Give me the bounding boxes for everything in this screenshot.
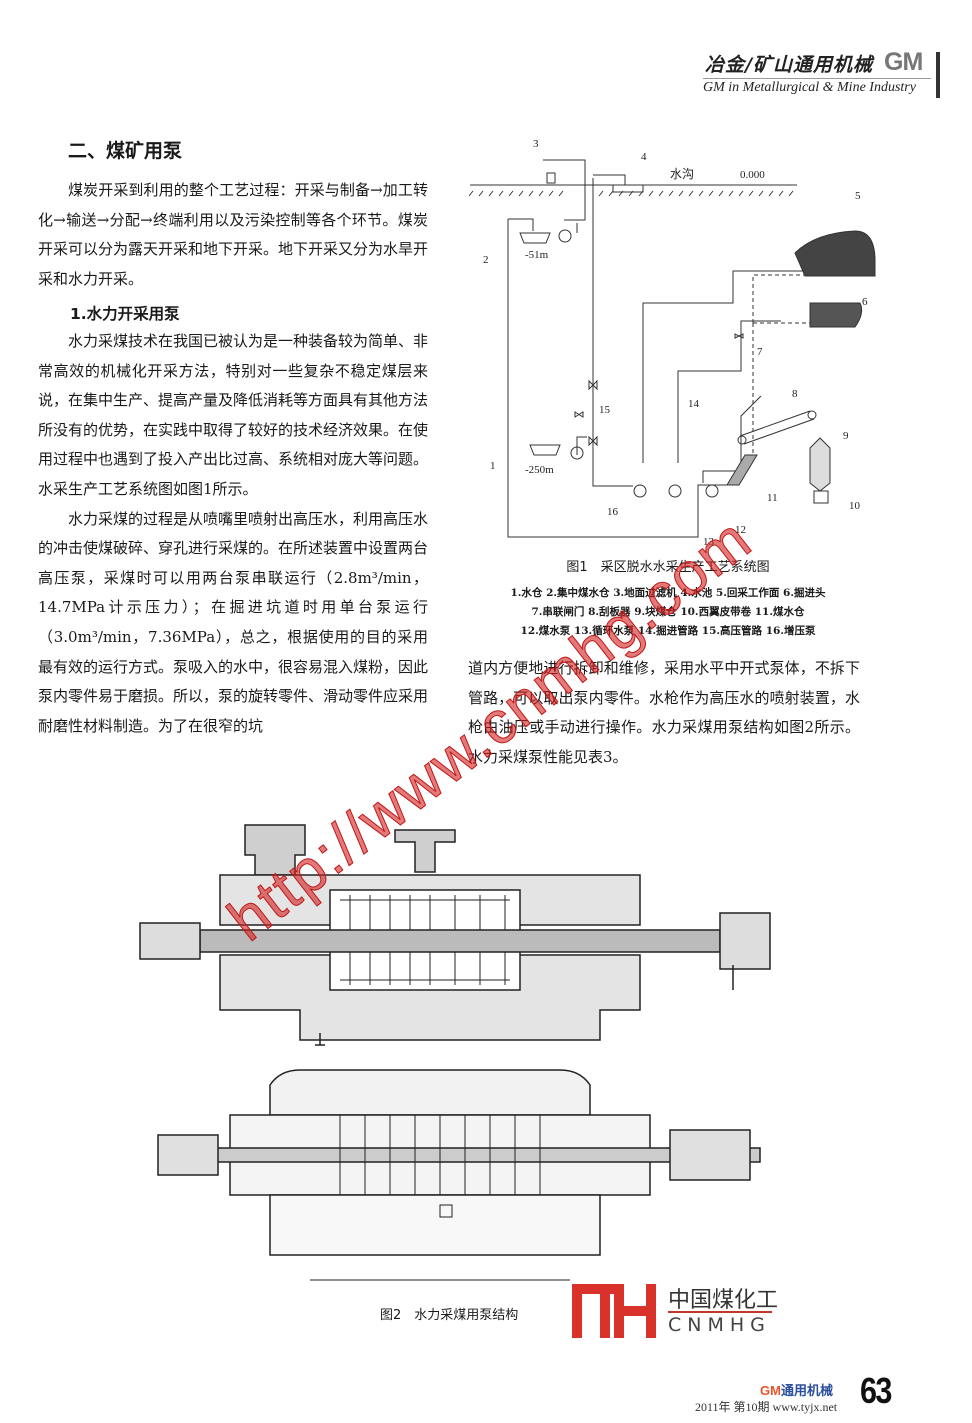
label-13: 13 (703, 536, 715, 548)
body-text-left: 水力采煤技术在我国已被认为是一种装备较为简单、非常高效的机械化开采方法，特别对一… (38, 327, 428, 741)
tanks (519, 172, 561, 456)
header-bar (936, 52, 940, 98)
pump-section-view (139, 824, 771, 1046)
valve-icons (574, 333, 744, 447)
pipes (507, 159, 823, 538)
coal-silo (809, 437, 831, 504)
footer-issue: 2011年 第10期 www.tyjx.net (695, 1400, 838, 1414)
page-number: 63 (860, 1370, 892, 1411)
label-4: 4 (641, 151, 647, 163)
intro-paragraph: 煤炭开采到利用的整个工艺过程：开采与制备→加工转化→输送→分配→终端利用以及污染… (38, 176, 428, 294)
label-ditch: 水沟 (670, 167, 694, 181)
label-6: 6 (862, 296, 868, 308)
label-2: 2 (483, 254, 489, 266)
footer-brand-cn: 通用机械 (780, 1383, 833, 1398)
pump-top-view (157, 1069, 761, 1281)
journal-title-cn: 冶金/矿山通用机械 (705, 54, 873, 76)
subsection-title: 1.水力开采用泵 (70, 305, 180, 323)
conveyor (726, 410, 817, 486)
label-5: 5 (855, 190, 861, 202)
legend-line: 7.串联闸门 8.刮板器 9.块煤仓 10.西翼皮带卷 11.煤水仓 (531, 606, 805, 618)
legend-line: 1.水仓 2.集中煤水仓 3.地面过滤机 4.水池 5.回采工作面 6.掘进头 (510, 587, 826, 599)
label-9: 9 (843, 430, 849, 442)
paragraph-3: 道内方便地进行拆卸和维修，采用水平中开式泵体，不拆下管路，可以取出泵内零件。水枪… (468, 659, 860, 766)
slurry-pipes (752, 274, 821, 453)
logo-text-en: CNMHG (668, 1314, 771, 1336)
section-title: 二、煤矿用泵 (68, 140, 183, 162)
cnmhg-logo-mark (572, 1284, 656, 1338)
figure2-caption: 图2 水力采煤用泵结构 (380, 1308, 519, 1323)
footer-brand: GM通用机械 (760, 1380, 833, 1399)
label-1: 1 (490, 460, 496, 472)
label-10: 10 (849, 500, 861, 512)
intro-text: 煤炭开采到利用的整个工艺过程：开采与制备→加工转化→输送→分配→终端利用以及污染… (38, 181, 429, 288)
figure1-legend: 1.水仓 2.集中煤水仓 3.地面过滤机 4.水池 5.回采工作面 6.掘进头 … (468, 584, 868, 641)
label-depth-51: -51m (525, 249, 549, 261)
label-3: 3 (533, 138, 539, 150)
label-12: 12 (735, 524, 746, 536)
pump-icons (558, 229, 719, 498)
header-divider (703, 78, 931, 79)
label-14: 14 (688, 398, 700, 410)
logo-divider (668, 1311, 772, 1313)
figure1-diagram: 3 4 水沟 0.000 5 2 -51m 6 7 8 15 14 9 1 -2… (468, 138, 876, 548)
paragraph-1: 水力采煤技术在我国已被认为是一种装备较为简单、非常高效的机械化开采方法，特别对一… (38, 332, 429, 498)
coal-faces (794, 230, 876, 328)
body-text-right: 道内方便地进行拆卸和维修，采用水平中开式泵体，不拆下管路，可以取出泵内零件。水枪… (468, 654, 860, 772)
journal-title-en: GM in Metallurgical & Mine Industry (703, 80, 916, 95)
label-11: 11 (767, 492, 778, 504)
logo-text-cn: 中国煤化工 (668, 1288, 779, 1313)
label-8: 8 (792, 388, 798, 400)
label-7: 7 (757, 346, 763, 358)
label-15: 15 (599, 404, 611, 416)
figure1-caption: 图1 采区脱水水采生产工艺系统图 (566, 560, 770, 575)
journal-logo: GM (884, 48, 923, 76)
figure2-pump-drawings (139, 824, 771, 1281)
paragraph-2: 水力采煤的过程是从喷嘴里喷射出高压水，利用高压水的冲击使煤破碎、穿孔进行采煤的。… (38, 509, 429, 735)
ground-line (468, 184, 797, 197)
label-depth-250: -250m (525, 464, 554, 476)
label-16: 16 (607, 506, 619, 518)
legend-line: 12.煤水泵 13.循环水泵 14.掘进管路 15.高压管路 16.增压泵 (520, 625, 816, 637)
footer-brand-gm: GM (760, 1383, 781, 1398)
label-ground-level: 0.000 (740, 169, 765, 181)
